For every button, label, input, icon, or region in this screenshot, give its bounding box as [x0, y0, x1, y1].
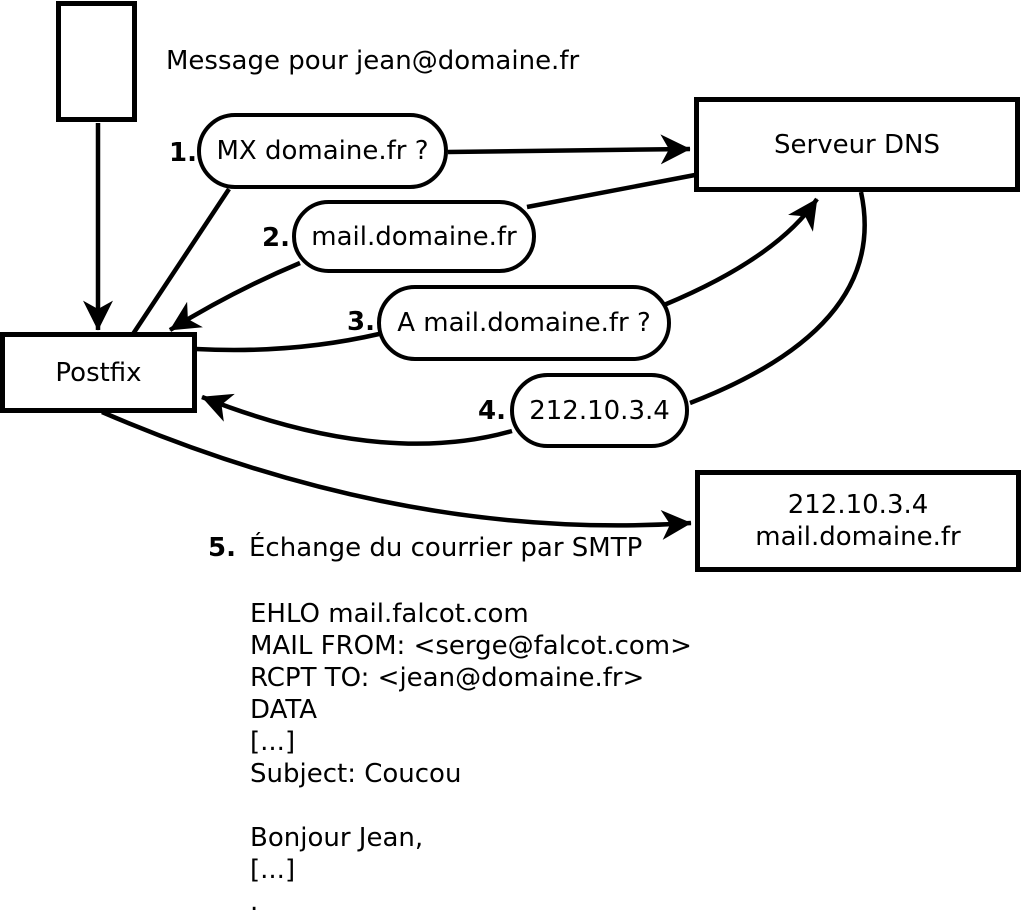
smtp-session-line: [...] [250, 727, 296, 757]
step-1-number: 1. [169, 138, 197, 168]
arrow-mx-query-to-dns [447, 134, 691, 165]
smtp-session-line [250, 790, 692, 822]
line-dns-to-a-response [689, 191, 867, 406]
step-5-number: 5. [208, 533, 236, 563]
arrow-a-response-to-postfix [201, 393, 513, 446]
response-a-label: 212.10.3.4 [529, 395, 670, 426]
line-dns-to-mx-response [526, 172, 696, 210]
response-mx-label: mail.domaine.fr [311, 221, 517, 252]
line-postfix-to-a-query [195, 331, 380, 353]
dns-server-label: Serveur DNS [774, 129, 940, 160]
smtp-session-transcript: EHLO mail.falcot.com MAIL FROM: <serge@f… [250, 598, 692, 918]
postfix-label: Postfix [55, 357, 142, 388]
postfix-box: Postfix [0, 332, 197, 413]
query-a-label: A mail.domaine.fr ? [397, 308, 651, 338]
smtp-session-line: EHLO mail.falcot.com [250, 599, 529, 629]
arrow-smtp-exchange [101, 409, 692, 540]
smtp-session-line: RCPT TO: <jean@domaine.fr> [250, 663, 645, 693]
mail-server-box: 212.10.3.4 mail.domaine.fr [695, 470, 1021, 572]
smtp-session-line: Subject: Coucou [250, 759, 462, 789]
dns-server-box: Serveur DNS [694, 97, 1020, 192]
step-3-number: 3. [347, 307, 375, 337]
smtp-session-line: Bonjour Jean, [250, 823, 424, 853]
smtp-session-line: MAIL FROM: <serge@falcot.com> [250, 631, 692, 661]
query-mx-pill: MX domaine.fr ? [197, 113, 448, 189]
mail-server-hostname: mail.domaine.fr [755, 522, 961, 552]
response-a-pill: 212.10.3.4 [510, 373, 689, 448]
response-mx-pill: mail.domaine.fr [292, 200, 536, 273]
arrow-mx-response-to-postfix [168, 260, 301, 332]
line-postfix-to-mx-query [131, 187, 231, 336]
smtp-session-line: [...] [250, 855, 296, 885]
query-mx-label: MX domaine.fr ? [216, 136, 429, 166]
step-4-number: 4. [478, 396, 506, 426]
smtp-session-line: . [250, 887, 259, 917]
query-a-pill: A mail.domaine.fr ? [377, 285, 671, 361]
step-2-number: 2. [262, 223, 290, 253]
sender-box [56, 1, 137, 122]
smtp-session-line: DATA [250, 695, 317, 725]
mail-server-ip: 212.10.3.4 [787, 490, 929, 520]
message-title: Message pour jean@domaine.fr [166, 46, 580, 76]
step-5-label: Échange du courrier par SMTP [249, 533, 643, 563]
arrow-a-query-to-dns [663, 197, 819, 308]
